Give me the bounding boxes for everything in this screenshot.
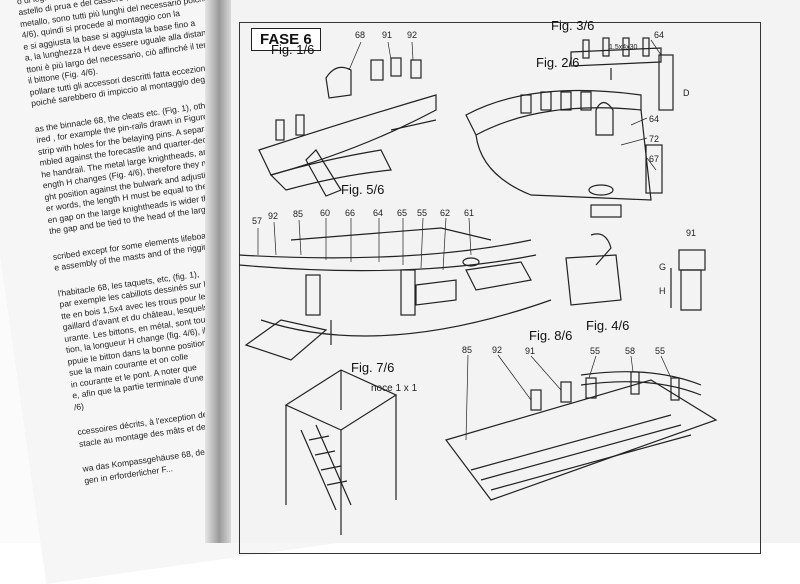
part-number: 91 — [382, 30, 393, 40]
dimension-label: 1,5x4x30 — [609, 44, 638, 51]
part-number: 61 — [464, 208, 475, 218]
fig8-caption: Fig. 8/6 — [529, 328, 573, 343]
part-number: 91 — [686, 228, 697, 238]
fig4-drawing — [565, 233, 706, 311]
part-number: 65 — [397, 208, 408, 218]
fig7-drawing — [284, 369, 398, 535]
fig5-drawing — [238, 227, 552, 361]
part-number: 64 — [654, 30, 665, 40]
part-number: 92 — [492, 345, 503, 355]
fig1-drawing — [258, 57, 437, 197]
part-number: 67 — [649, 154, 660, 164]
part-number: 64 — [373, 208, 384, 218]
part-number: 64 — [649, 114, 660, 124]
fig3-drawing — [570, 37, 674, 111]
part-number: 57 — [252, 216, 263, 226]
part-number: 85 — [462, 345, 473, 355]
fig2-caption: Fig. 2/6 — [536, 55, 580, 70]
dimension-letter: H — [659, 286, 666, 296]
part-number: 55 — [655, 346, 666, 356]
fig4-caption: Fig. 4/6 — [586, 318, 630, 333]
part-number: 55 — [417, 208, 428, 218]
part-number: 92 — [268, 211, 279, 221]
part-letter: D — [683, 88, 690, 98]
fig2-drawing — [465, 89, 663, 218]
part-number: 55 — [590, 346, 601, 356]
part-number: 58 — [625, 346, 636, 356]
fig5-caption: Fig. 5/6 — [341, 182, 385, 197]
fig7-caption: Fig. 7/6 — [351, 360, 395, 375]
fig8-drawing — [445, 371, 718, 501]
assembly-drawings — [238, 37, 718, 535]
part-number: 91 — [525, 346, 536, 356]
part-number: 60 — [320, 208, 331, 218]
part-number: 62 — [440, 208, 451, 218]
fig1-caption: Fig. 1/6 — [271, 42, 315, 57]
dimension-letter: G — [659, 262, 667, 272]
phase-title: FASE 6 — [251, 28, 321, 51]
part-number: 92 — [407, 30, 418, 40]
book-gutter — [205, 0, 231, 543]
part-number: 66 — [345, 208, 356, 218]
part-number: 85 — [293, 209, 304, 219]
part-number: 68 — [355, 30, 366, 40]
leader-lines — [257, 39, 672, 441]
fig3-caption: Fig. 3/6 — [551, 18, 595, 33]
right-page: FASE 6 Fig. 1/6 Fig. 2/6 Fig. 3/6 Fig. 4… — [231, 0, 800, 554]
material-label: noce 1 x 1 — [371, 383, 418, 394]
part-number: 72 — [649, 134, 660, 144]
